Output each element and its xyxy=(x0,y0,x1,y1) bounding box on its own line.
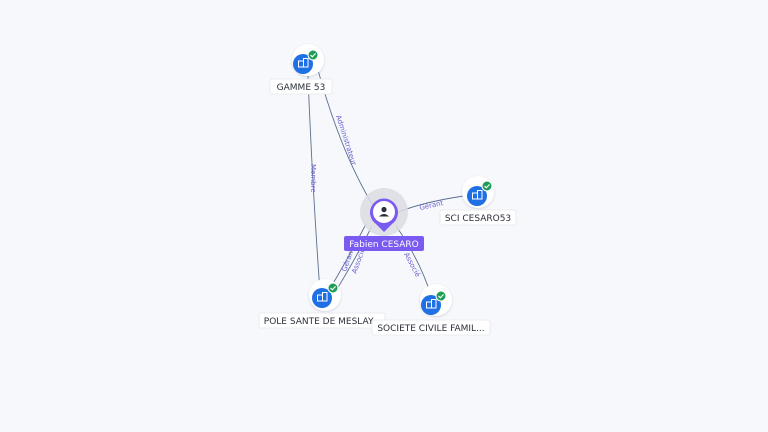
building-icon xyxy=(426,299,437,309)
node-sci-cesaro53[interactable]: SCI CESARO53 xyxy=(439,176,517,226)
company-label-sci: SCI CESARO53 xyxy=(445,214,511,224)
building-icon xyxy=(472,190,483,200)
edge-label-gerant: Gérant xyxy=(419,199,444,212)
company-label-pole: POLE SANTE DE MESLAY... xyxy=(264,317,380,327)
building-icon xyxy=(317,292,328,302)
verified-check-icon xyxy=(435,290,447,302)
company-label-gamme: GAMME 53 xyxy=(277,83,326,93)
person-label: Fabien CESARO xyxy=(349,240,419,250)
verified-check-icon xyxy=(307,49,319,61)
company-label-societe: SOCIETE CIVILE FAMIL... xyxy=(377,324,484,334)
verified-check-icon xyxy=(481,180,493,192)
building-icon xyxy=(298,58,309,68)
edge-label-membre: Membre xyxy=(309,164,317,193)
edge-label-administrateur: Administrateur xyxy=(334,114,358,166)
user-icon xyxy=(379,206,389,217)
edge-gamme-pole[interactable] xyxy=(307,75,321,293)
node-gamme-53[interactable]: GAMME 53 xyxy=(269,44,333,95)
verified-check-icon xyxy=(327,282,339,294)
node-pole-sante[interactable]: POLE SANTE DE MESLAY... xyxy=(258,279,386,329)
node-societe-civile[interactable]: SOCIETE CIVILE FAMIL... xyxy=(371,284,491,336)
edges-layer xyxy=(307,69,473,299)
node-person-fabien-cesaro[interactable]: Fabien CESARO xyxy=(344,188,424,251)
